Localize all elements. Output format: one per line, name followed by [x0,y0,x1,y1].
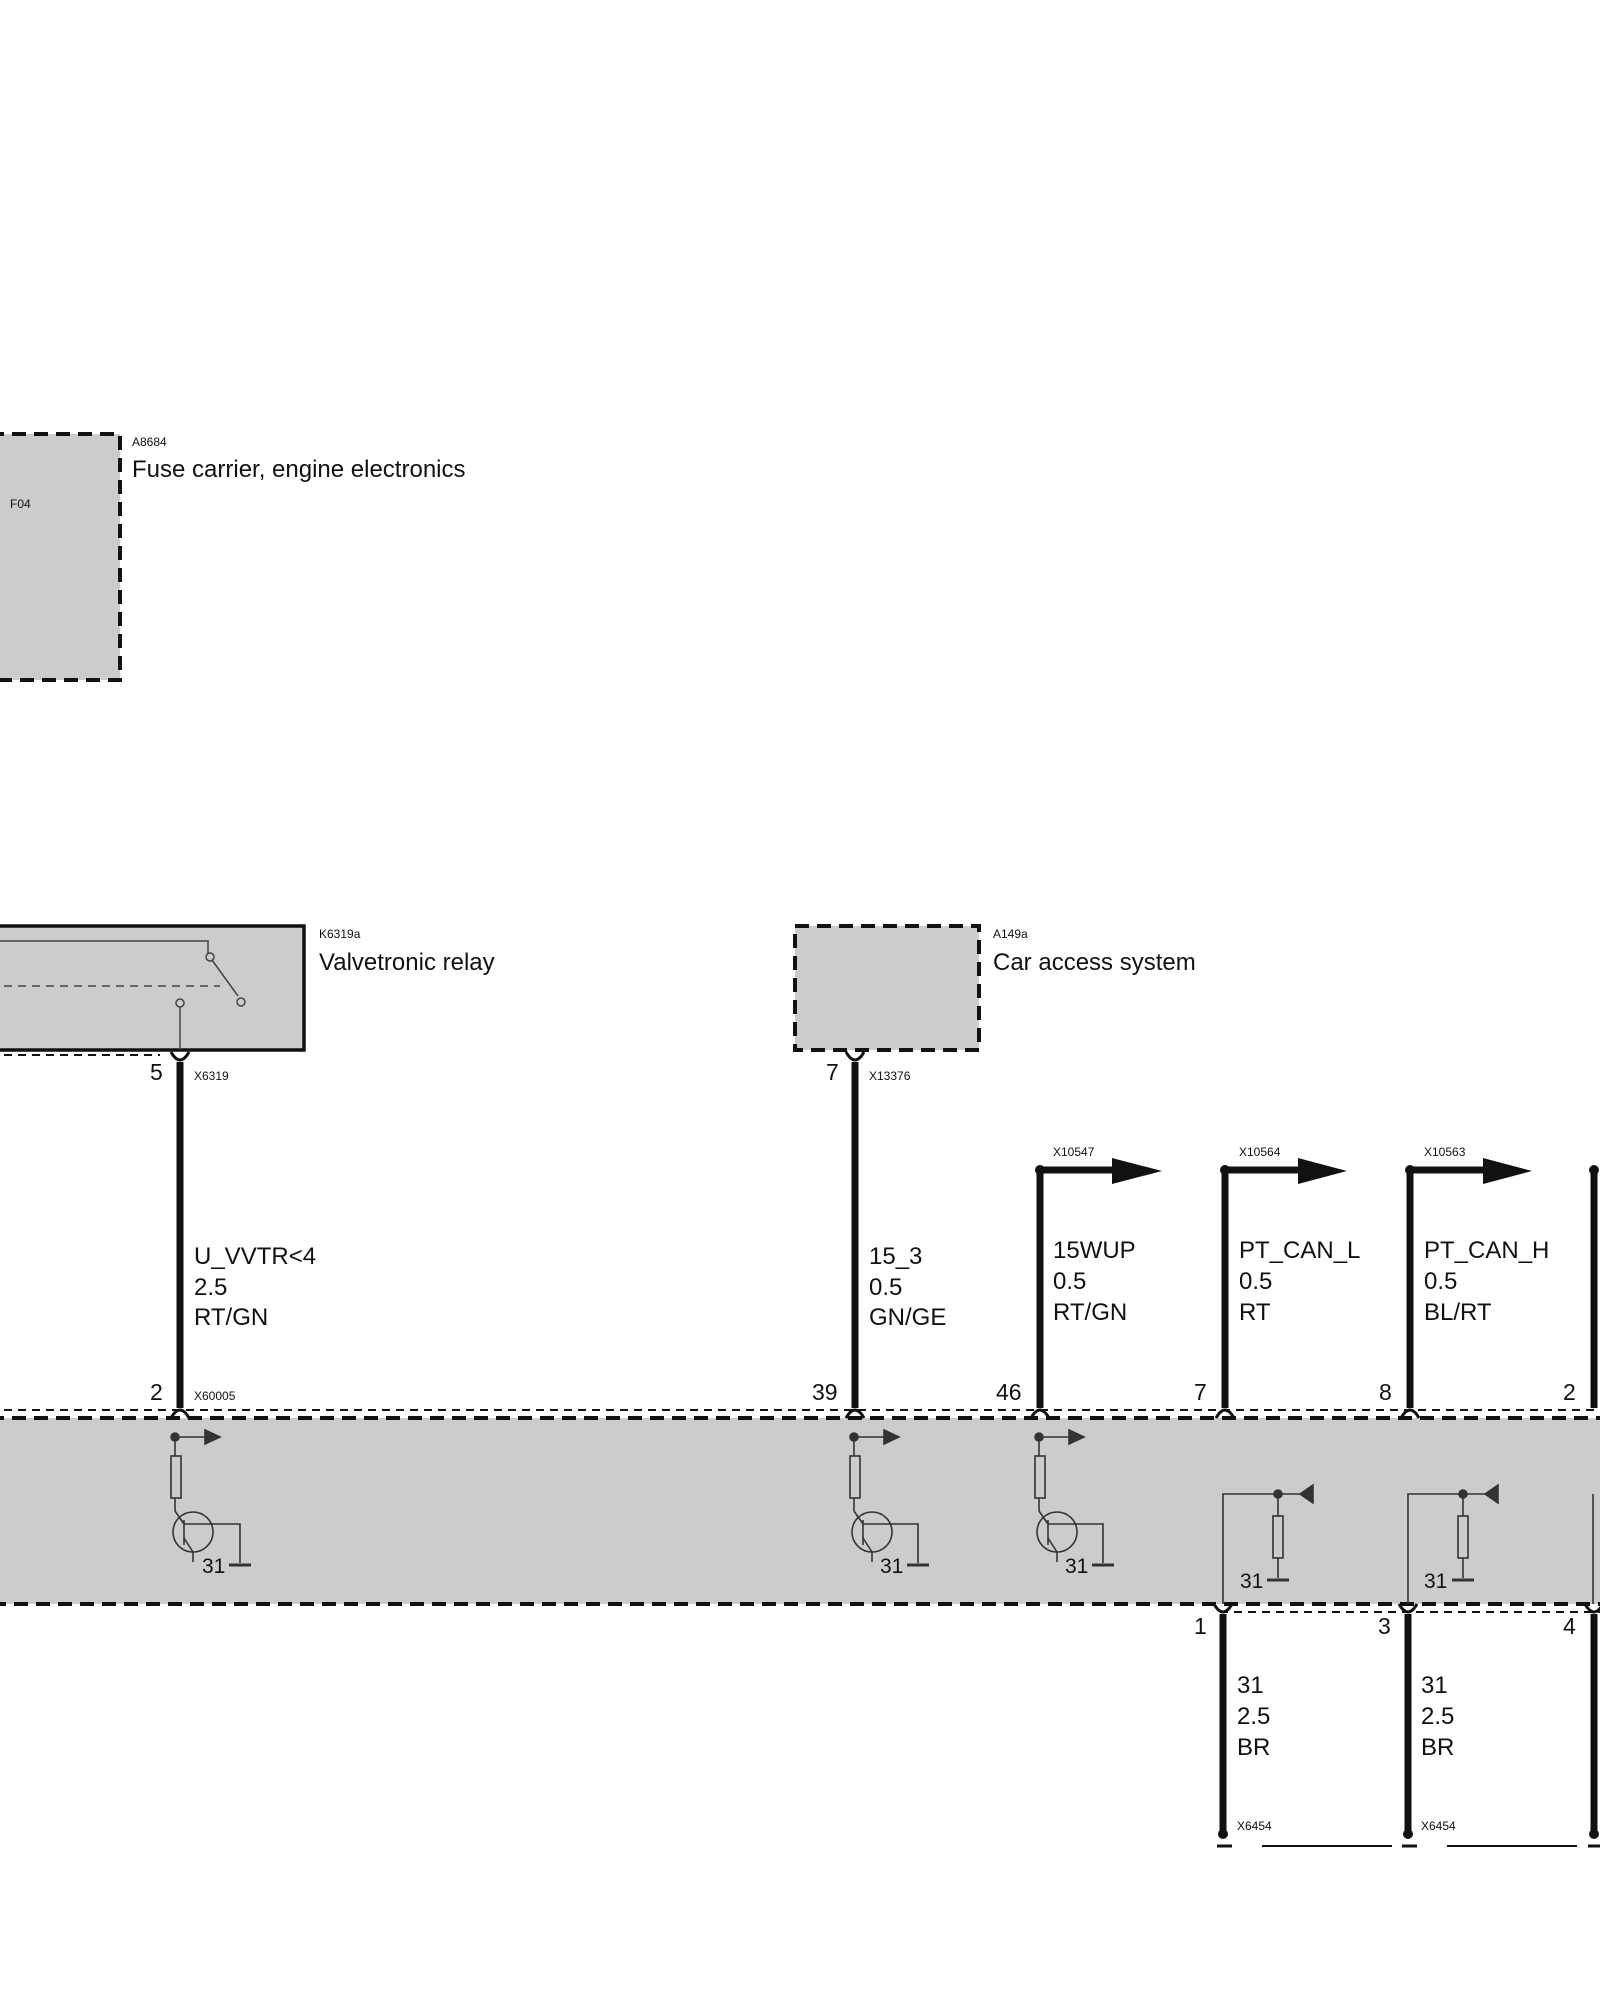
ground-label-5: 31 [1424,1570,1447,1593]
conn-x10563: X10563 [1424,1145,1466,1159]
conn-x10547: X10547 [1053,1145,1095,1159]
ground-wire-1[interactable] [1212,1603,1392,1848]
pin-dme-2b: 2 [1563,1379,1576,1405]
conn-x6454-1: X6454 [1237,1819,1272,1833]
pin-cas-7: 7 [826,1059,839,1085]
fuse-carrier-name: Fuse carrier, engine electronics [132,456,466,483]
pin-dme-7: 7 [1194,1379,1207,1405]
wire3-size: 0.5 [1053,1268,1086,1295]
pin-gnd-1: 1 [1194,1613,1207,1639]
conn-x60005: X60005 [194,1389,236,1403]
fuse-label: F04 [10,497,31,511]
wire-pt-can-h[interactable] [1399,1158,1532,1419]
conn-x6319: X6319 [194,1069,229,1083]
wire5-signal: PT_CAN_H [1424,1237,1549,1264]
pin-dme-2: 2 [150,1379,163,1405]
pin-relay-5: 5 [150,1059,163,1085]
wire2-color: GN/GE [869,1304,946,1331]
wire2-signal: 15_3 [869,1243,922,1270]
pin-gnd-4: 4 [1563,1613,1576,1639]
wire-u-vvtr[interactable] [169,1051,191,1419]
wire4-color: RT [1239,1299,1271,1326]
wire3-signal: 15WUP [1053,1237,1136,1264]
ground-label-4: 31 [1240,1570,1263,1593]
conn-x10564: X10564 [1239,1145,1281,1159]
car-access-name: Car access system [993,949,1196,976]
wire1-signal: U_VVTR<4 [194,1243,316,1270]
car-access-system[interactable] [793,924,981,1052]
ground-wire-2[interactable] [1397,1603,1577,1848]
ground-label-3: 31 [1065,1555,1088,1578]
wire4-size: 0.5 [1239,1268,1272,1295]
wire-15-3[interactable] [844,1051,866,1419]
pin-dme-39: 39 [812,1379,838,1405]
gnd1-signal: 31 [1237,1672,1264,1699]
conn-x13376: X13376 [869,1069,911,1083]
ground-wire-3[interactable] [1583,1603,1600,1848]
pin-gnd-3: 3 [1378,1613,1391,1639]
relay-name: Valvetronic relay [319,949,495,976]
output-stage-2 [849,1428,929,1567]
gnd2-signal: 31 [1421,1672,1448,1699]
ground-label-1: 31 [202,1555,225,1578]
ground-label-2: 31 [880,1555,903,1578]
can-termination-2 [1407,1483,1499,1604]
gnd1-color: BR [1237,1734,1270,1761]
wire2-size: 0.5 [869,1274,902,1301]
fuse-carrier[interactable] [0,432,122,682]
car-access-id: A149a [993,927,1028,941]
wire3-color: RT/GN [1053,1299,1127,1326]
conn-x6454-2: X6454 [1421,1819,1456,1833]
wire-right-edge[interactable] [1589,1165,1599,1408]
fuse-carrier-id: A8684 [132,435,167,449]
gnd2-size: 2.5 [1421,1703,1454,1730]
gnd1-size: 2.5 [1237,1703,1270,1730]
wire-pt-can-l[interactable] [1214,1158,1347,1419]
wire5-size: 0.5 [1424,1268,1457,1295]
pin-dme-46: 46 [996,1379,1022,1405]
wire4-signal: PT_CAN_L [1239,1237,1360,1264]
wire1-color: RT/GN [194,1304,268,1331]
wire-15wup[interactable] [1029,1158,1162,1419]
wire1-size: 2.5 [194,1274,227,1301]
output-stage-3 [1034,1428,1114,1567]
wire5-color: BL/RT [1424,1299,1492,1326]
pin-dme-8: 8 [1379,1379,1392,1405]
gnd2-color: BR [1421,1734,1454,1761]
output-stage-1 [170,1428,251,1567]
valvetronic-relay[interactable] [0,924,306,1052]
can-termination-1 [1222,1483,1314,1604]
control-unit-box[interactable] [0,1416,1600,1606]
relay-id: K6319a [319,927,361,941]
